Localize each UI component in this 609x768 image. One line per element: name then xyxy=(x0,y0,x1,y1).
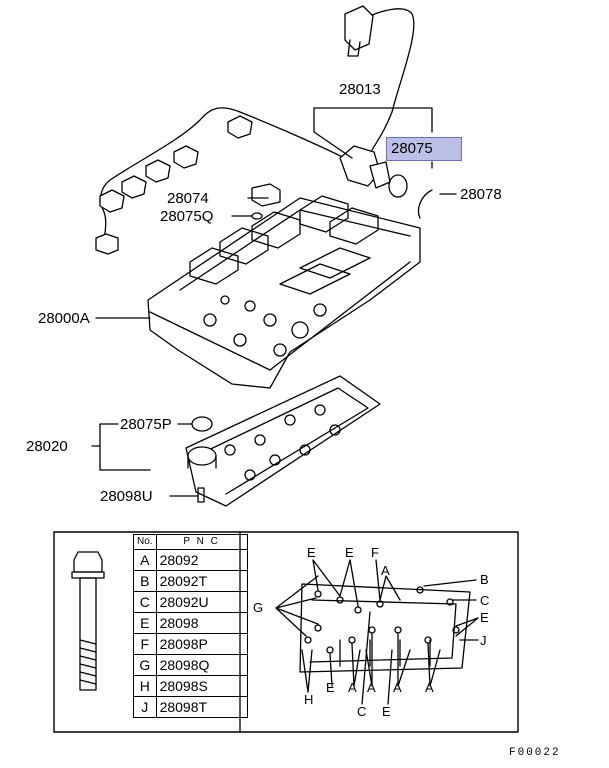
oil-pan-28020 xyxy=(185,375,381,507)
legend-key: B xyxy=(133,570,157,592)
bolt-label-a: A xyxy=(348,680,357,695)
legend-code: 28098 xyxy=(155,612,248,634)
bolt-28098U xyxy=(197,487,205,503)
o-ring-28075Q xyxy=(251,212,263,220)
legend-key: G xyxy=(133,654,157,676)
callout-28078: 28078 xyxy=(460,186,502,203)
bolt-label-j: J xyxy=(480,633,487,648)
o-ring-28075P xyxy=(191,416,213,432)
leader-lines xyxy=(91,107,457,497)
legend-key: E xyxy=(133,612,157,634)
bolt-label-e: E xyxy=(307,545,316,560)
bolt-location-plate xyxy=(275,559,479,705)
bolt-drawing xyxy=(71,551,105,691)
legend-code: 28092U xyxy=(155,591,248,613)
legend-code: 28098T xyxy=(155,696,248,718)
legend-header-row: No. P N C xyxy=(133,534,248,550)
bolt-label-f: F xyxy=(371,545,379,560)
callout-28075P: 28075P xyxy=(120,416,172,433)
bolt-label-e: E xyxy=(326,680,335,695)
callout-28074: 28074 xyxy=(167,190,209,207)
bolt-label-g: G xyxy=(253,600,264,615)
legend-key: A xyxy=(133,549,157,571)
bolt-label-c: C xyxy=(357,704,367,719)
bolt-label-a: A xyxy=(367,680,376,695)
connector-28074 xyxy=(251,183,281,207)
legend-code: 28098S xyxy=(155,675,248,697)
callout-28098U: 28098U xyxy=(100,488,153,505)
callout-28020: 28020 xyxy=(26,438,68,455)
legend-code: 28092 xyxy=(155,549,248,571)
bolt-label-e: E xyxy=(345,545,354,560)
legend-header-pnc: P N C xyxy=(155,534,248,550)
legend-code: 28098P xyxy=(155,633,248,655)
callout-28013: 28013 xyxy=(339,81,381,98)
legend-key: F xyxy=(133,633,157,655)
legend-key: C xyxy=(133,591,157,613)
callout-28075Q: 28075Q xyxy=(160,208,214,225)
legend-code: 28092T xyxy=(155,570,248,592)
bolt-label-e: E xyxy=(382,704,391,719)
legend-key: H xyxy=(133,675,157,697)
bolt-label-e: E xyxy=(480,610,489,625)
callout-28000A: 28000A xyxy=(38,310,90,327)
callout-28075-highlight[interactable]: 28075 xyxy=(386,137,462,161)
bolt-label-h: H xyxy=(304,692,314,707)
bolt-label-a: A xyxy=(381,563,390,578)
legend-box xyxy=(53,531,519,733)
bolt-label-a: A xyxy=(425,680,434,695)
bolt-label-a: A xyxy=(393,680,402,695)
bolt-label-c: C xyxy=(480,593,490,608)
wiring-harness xyxy=(95,5,433,255)
legend-code: 28098Q xyxy=(155,654,248,676)
legend-header-no: No. xyxy=(133,534,157,550)
bolt-label-b: B xyxy=(480,572,489,587)
valve-body-28000A xyxy=(147,195,421,389)
legend-key: J xyxy=(133,696,157,718)
figure-reference: F00022 xyxy=(509,747,561,759)
